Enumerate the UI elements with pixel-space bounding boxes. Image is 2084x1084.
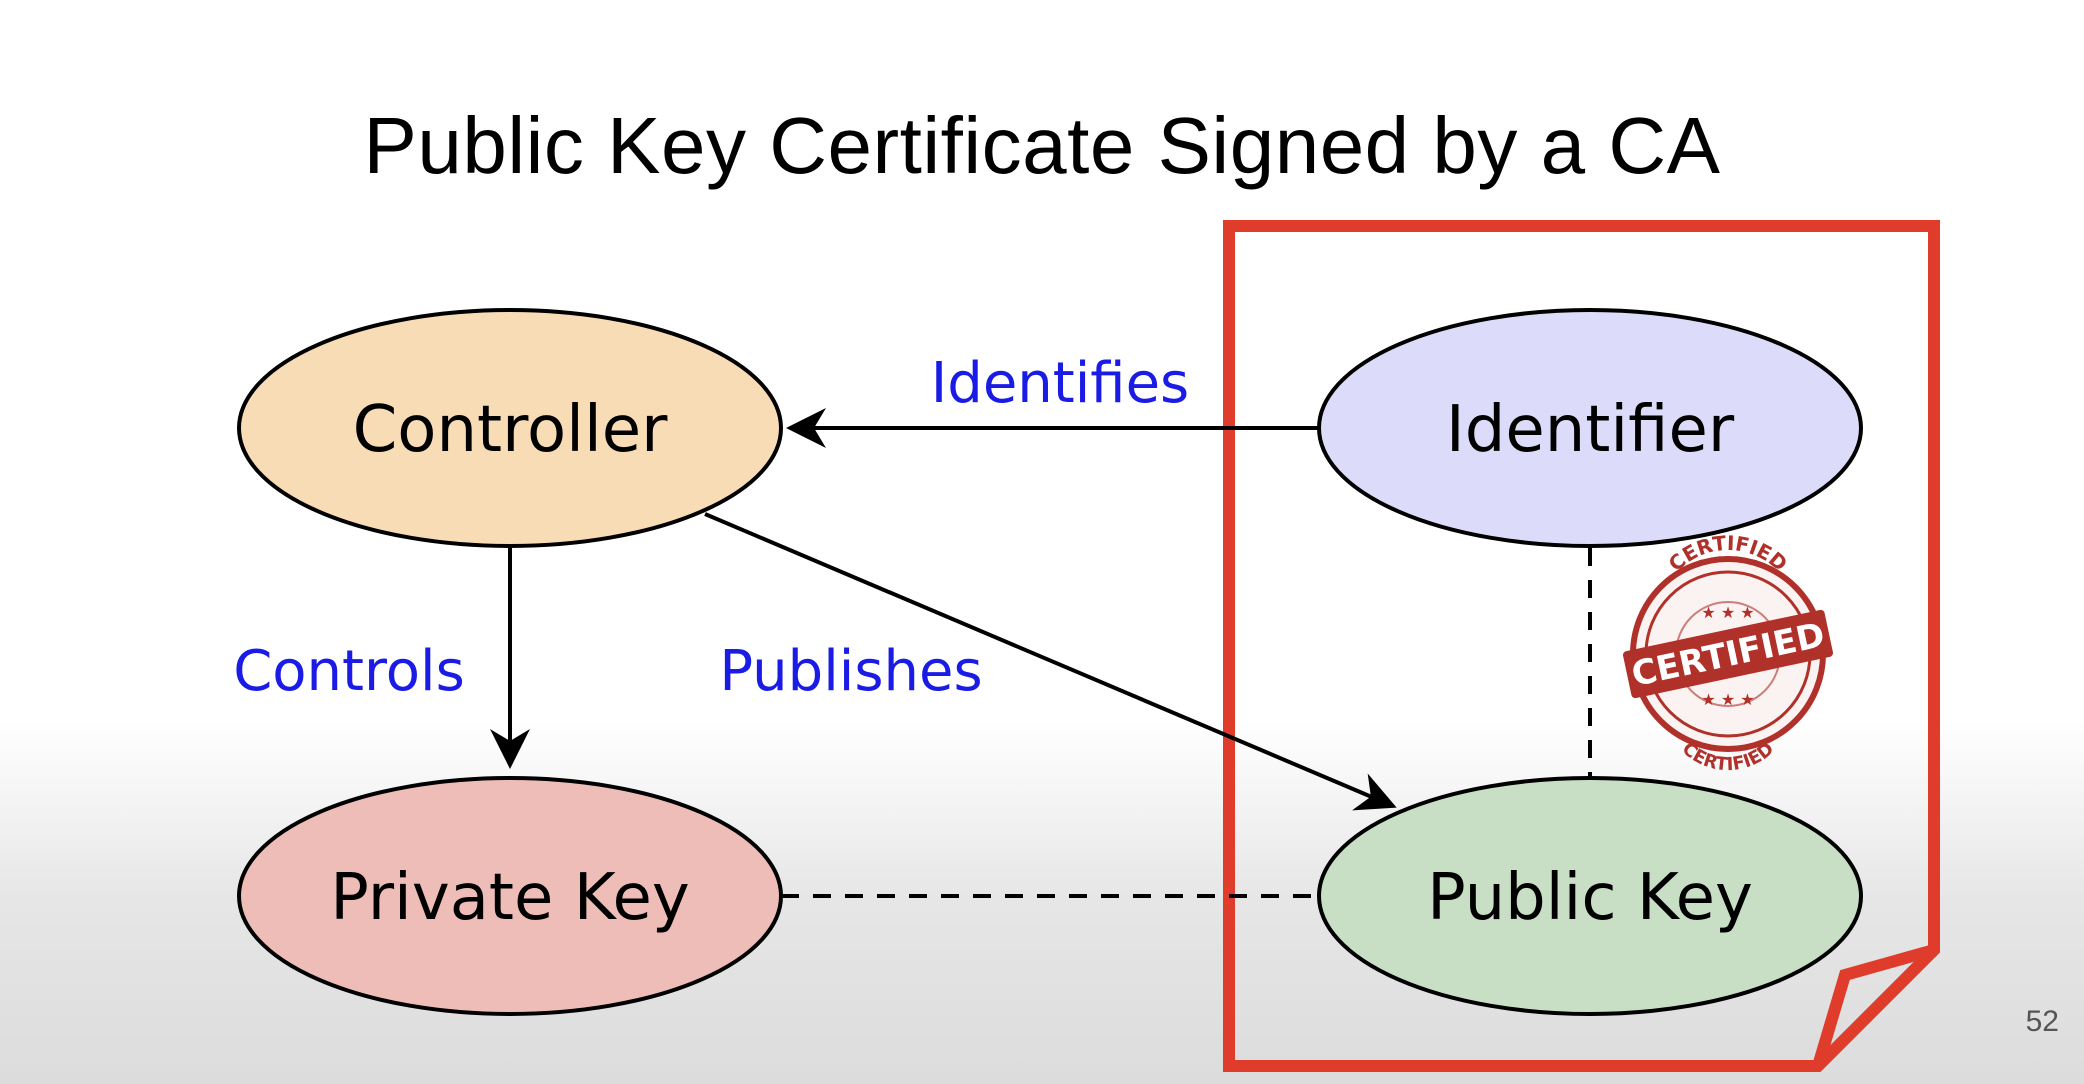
edge-publishes <box>704 512 1397 811</box>
certificate-outline <box>1223 220 1940 1072</box>
node-label-identifier: Identifier <box>1446 393 1735 467</box>
node-public-key: Public Key <box>1317 776 1863 1016</box>
node-label-controller: Controller <box>353 393 669 467</box>
slide-title: Public Key Certificate Signed by a CA <box>363 101 1721 190</box>
edge-label-identifies: Identifies <box>931 351 1189 416</box>
edge-label-controls: Controls <box>233 639 465 704</box>
node-label-private-key: Private Key <box>330 861 690 935</box>
page-number: 52 <box>2025 1005 2059 1038</box>
stamp-stars-top: ★ ★ ★ <box>1701 603 1754 622</box>
certified-stamp-icon: CERTIFIED CERTIFIED ★ ★ ★ ★ ★ ★ CERTIFIE… <box>1623 531 1833 775</box>
stamp-stars-bottom: ★ ★ ★ <box>1701 690 1754 709</box>
stamp-banner <box>1623 609 1833 699</box>
node-label-public-key: Public Key <box>1427 861 1753 935</box>
node-controller: Controller <box>237 308 783 548</box>
node-private-key: Private Key <box>237 776 783 1016</box>
edge-label-publishes: Publishes <box>719 639 982 704</box>
node-identifier: Identifier <box>1317 308 1863 548</box>
